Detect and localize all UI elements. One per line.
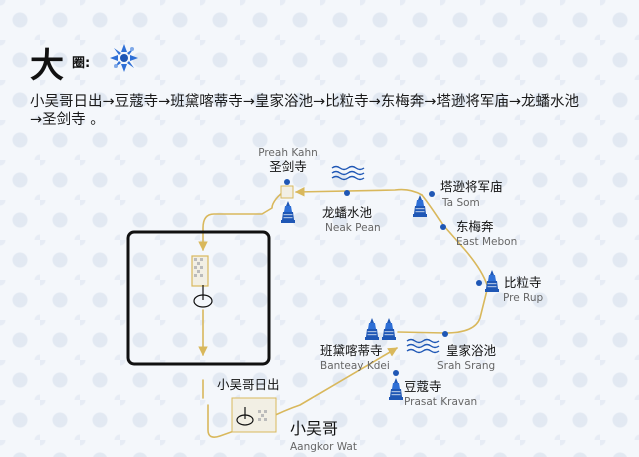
label-pre-rup-cn: 比粒寺 <box>504 275 542 290</box>
temple-icon <box>382 318 396 340</box>
temple-icon <box>485 270 499 292</box>
label-prasat-kravan-cn: 豆蔻寺 <box>404 379 442 394</box>
location-dot-icon <box>440 224 446 230</box>
label-angkor-wat-en: Aangkor Wat <box>290 441 357 453</box>
label-banteay-kdei-cn: 班黛喀蒂寺 <box>320 343 383 358</box>
water-wave-icon <box>331 165 365 181</box>
label-sunrise-cn: 小吴哥日出 <box>217 377 280 392</box>
temple-icon <box>281 201 295 223</box>
label-srah-srang-en: Srah Srang <box>437 360 496 372</box>
location-dot-icon <box>476 280 482 286</box>
label-ta-som-cn: 塔逊将军庙 <box>440 179 503 194</box>
temple-icon <box>389 378 403 400</box>
label-neak-pean-en: Neak Pean <box>325 222 381 234</box>
page-title: 大 <box>30 46 65 86</box>
label-srah-srang-cn: 皇家浴池 <box>446 343 497 358</box>
route-description-line1: 小吴哥日出→豆蔻寺→班黛喀蒂寺→皇家浴池→比粒寺→东梅奔→塔逊将军庙→龙蟠水池 <box>30 94 580 110</box>
label-prasat-kravan-en: Prasat Kravan <box>404 396 478 408</box>
angkor-thom-box <box>126 230 271 366</box>
temple-icon <box>365 318 379 340</box>
label-banteay-kdei-en: Banteay Kdei <box>320 360 390 372</box>
label-pre-rup-en: Pre Rup <box>503 292 544 304</box>
route-description-line2: →圣剑寺 。 <box>30 112 105 128</box>
label-preah-khan-en: Preah Kahn <box>258 147 318 159</box>
snowflake-logo-icon <box>110 44 138 72</box>
location-dot-icon <box>344 190 350 196</box>
location-dot-icon <box>442 331 448 337</box>
location-dot-icon <box>429 191 435 197</box>
water-wave-icon <box>406 338 440 354</box>
location-dot-icon <box>284 179 290 185</box>
label-east-mebon-en: East Mebon <box>456 236 518 248</box>
label-ta-som-en: Ta Som <box>442 197 480 209</box>
label-angkor-wat-cn: 小吴哥 <box>290 419 339 438</box>
label-preah-khan-cn: 圣剑寺 <box>269 159 307 174</box>
angkor-wat-block <box>231 397 277 433</box>
page-title-suffix: 圈: <box>72 56 91 71</box>
location-dot-icon <box>393 370 399 376</box>
label-east-mebon-cn: 东梅奔 <box>456 219 494 234</box>
label-neak-pean-cn: 龙蟠水池 <box>322 205 373 220</box>
